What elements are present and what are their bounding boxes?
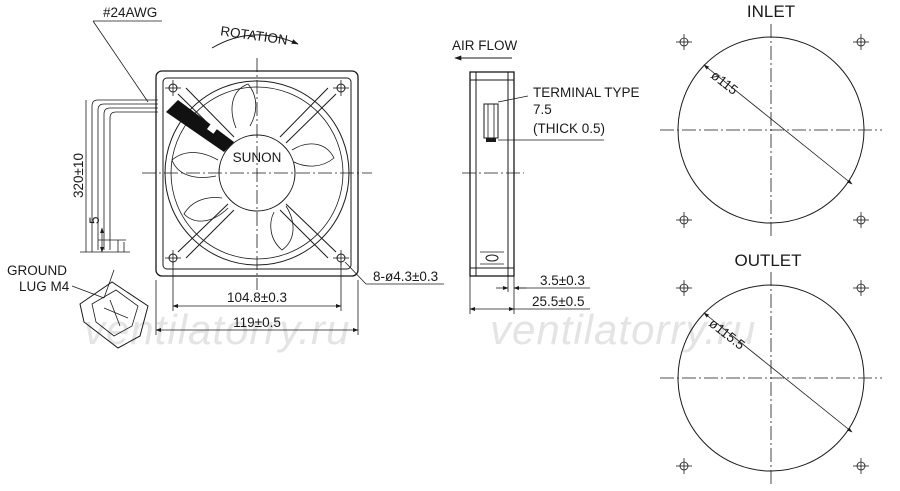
outlet-view [660, 272, 882, 486]
wire-gauge-label: #24AWG [103, 5, 157, 20]
ground-label-line1: GROUND [7, 263, 67, 278]
side-view [462, 71, 524, 277]
terminal-label-line2: 7.5 [533, 102, 552, 117]
inlet-dia-label: ø115 [708, 68, 741, 98]
hole-pitch-label: 104.8±0.3 [227, 290, 287, 305]
holes-label: 8-ø4.3±0.3 [373, 269, 438, 284]
depth-label: 25.5±0.5 [532, 294, 584, 309]
watermark-left: ventilatorry.ru [84, 306, 350, 353]
rotation-arrow [211, 34, 299, 49]
air-flow-label: AIR FLOW [452, 38, 518, 53]
front-view: SUNON [142, 58, 372, 290]
lead-length-label: 320±10 [71, 153, 86, 198]
terminal-label-line1: TERMINAL TYPE [533, 85, 640, 100]
brand-label: SUNON [233, 150, 282, 165]
strip-length-label: 5 [87, 216, 102, 224]
inlet-label: INLET [747, 2, 795, 21]
ground-label-line2: LUG M4 [19, 279, 70, 294]
rotation-label: ROTATION [219, 23, 288, 47]
outlet-label: OUTLET [734, 251, 801, 270]
terminal-label-line3: (THICK 0.5) [533, 121, 605, 136]
frame-width-label: 119±0.5 [233, 315, 281, 330]
inlet-view [660, 24, 882, 236]
ground-lug [71, 269, 149, 349]
flange-label: 3.5±0.3 [540, 273, 585, 288]
